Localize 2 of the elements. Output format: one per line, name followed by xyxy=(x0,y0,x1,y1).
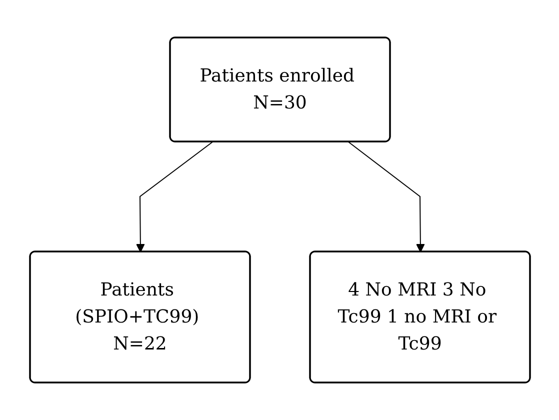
arrow xyxy=(136,142,212,252)
arrow xyxy=(348,142,424,252)
